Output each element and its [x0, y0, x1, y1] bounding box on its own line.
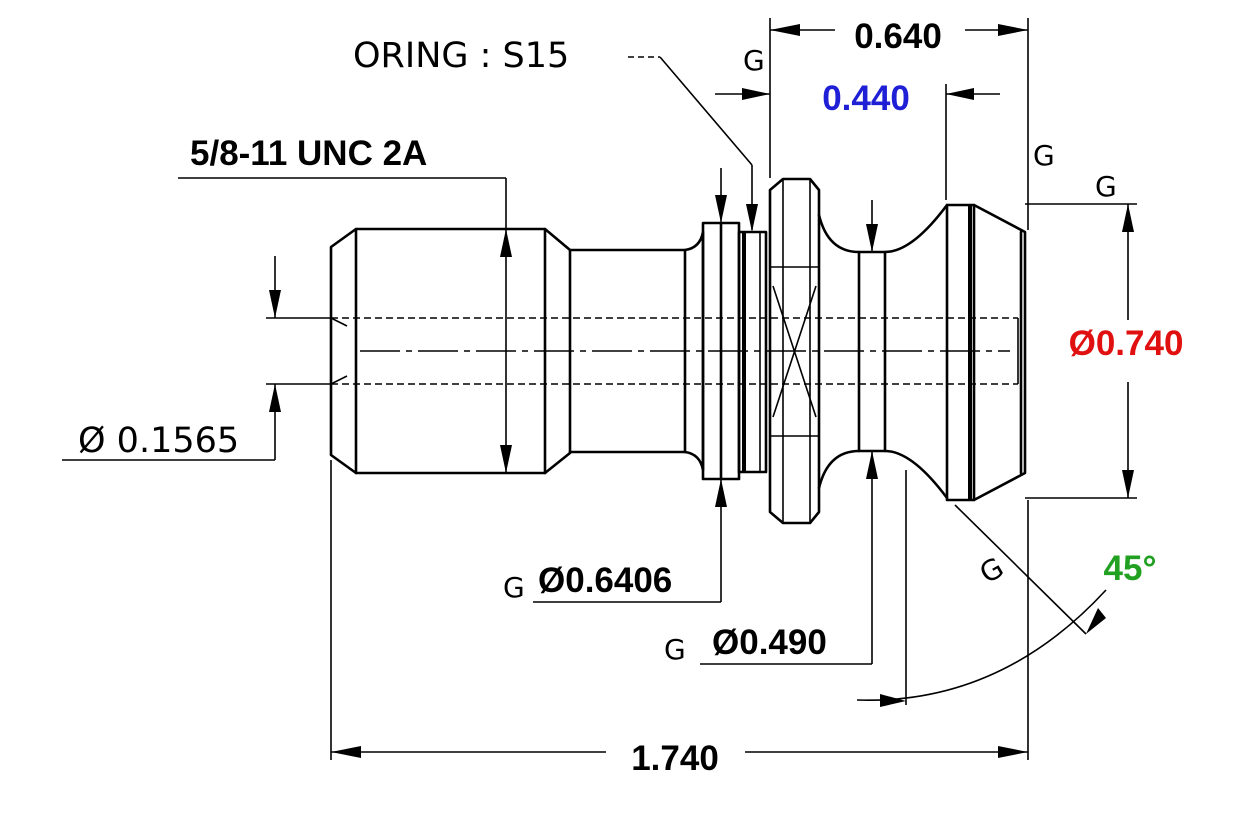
dim-groove-dia: G Ø0.6406 — [503, 168, 727, 604]
dim-0-440: 0.440 — [715, 79, 1000, 200]
grind-symbol-head-dia: G — [1095, 170, 1117, 203]
grind-symbol-head-face: G — [1033, 139, 1055, 172]
dim-flange-to-end-label: 0.640 — [854, 17, 942, 56]
dim-head-dia: Ø0.740 — [1025, 203, 1184, 499]
thread-callout: 5/8-11 UNC 2A — [178, 134, 512, 473]
grind-symbol-neck: G — [664, 633, 686, 666]
dim-groove-dia-label: Ø0.6406 — [538, 561, 672, 600]
grind-symbols: G G G G — [743, 44, 1117, 590]
head — [945, 203, 1027, 502]
dim-overall-length-label: 1.740 — [631, 739, 719, 778]
dim-bore-label: Ø 0.1565 — [78, 421, 239, 461]
grind-symbol-flange: G — [743, 44, 765, 77]
neck — [817, 203, 949, 254]
dim-neck-dia: G Ø0.490 — [664, 200, 878, 666]
oring-callout: ORING : S15 — [353, 36, 758, 232]
dim-head-dia-label: Ø0.740 — [1069, 324, 1184, 363]
dim-chamfer-angle-label: 45° — [1104, 549, 1157, 588]
dim-head-length-label: 0.440 — [822, 79, 910, 118]
dim-chamfer-angle: 45° — [856, 470, 1157, 707]
part-outline — [329, 177, 1027, 525]
dim-neck-dia-label: Ø0.490 — [712, 623, 827, 662]
dim-bore: Ø 0.1565 — [62, 256, 331, 461]
dim-overall-length: 1.740 — [330, 460, 1029, 778]
dim-0-640: 0.640 — [769, 17, 1029, 230]
grind-symbol-chamfer: G — [974, 551, 1009, 590]
bore-hidden-lines — [330, 317, 1019, 385]
oring-label: ORING : S15 — [353, 36, 569, 76]
grind-symbol-groove: G — [503, 571, 525, 604]
oring-groove — [737, 230, 768, 474]
thread-label: 5/8-11 UNC 2A — [190, 134, 427, 173]
